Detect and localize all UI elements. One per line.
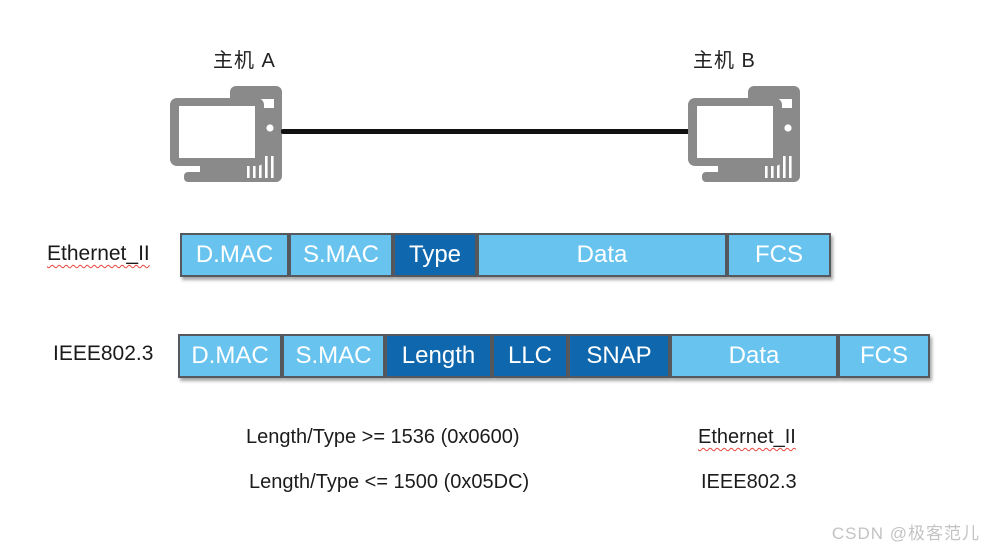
eth2-field-fcs: FCS [727, 233, 831, 277]
monitor [688, 98, 782, 166]
note-rule-ieee8023: Length/Type <= 1500 (0x05DC) [249, 471, 530, 493]
tower-vents [765, 156, 792, 178]
tower-button [784, 124, 792, 132]
note-standard-ethernet2: Ethernet_II [698, 426, 796, 448]
csdn-watermark: CSDN @极客范儿 [831, 524, 980, 543]
host-b-computer-icon [688, 84, 806, 184]
eth2-field-smac: S.MAC [289, 233, 393, 277]
note-standard-ieee8023: IEEE802.3 [701, 471, 797, 493]
tower-button [266, 124, 274, 132]
tower-vents [247, 156, 274, 178]
monitor-stand [718, 164, 750, 173]
note-rule-ethernet2: Length/Type >= 1536 (0x0600) [246, 426, 520, 448]
ieee-field-fcs: FCS [838, 334, 930, 378]
ieee-field-smac: S.MAC [282, 334, 385, 378]
ieee-field-dmac: D.MAC [178, 334, 282, 378]
monitor-stand [200, 164, 232, 173]
ethernet2-frame-row: D.MAC S.MAC Type Data FCS [180, 233, 831, 277]
monitor-base [184, 172, 246, 182]
eth2-field-data: Data [477, 233, 727, 277]
ieee8023-row-label: IEEE802.3 [53, 342, 154, 365]
eth2-field-dmac: D.MAC [180, 233, 289, 277]
host-a-label: 主机 A [213, 50, 276, 72]
monitor [170, 98, 264, 166]
monitor-base [702, 172, 764, 182]
ieee-field-snap: SNAP [568, 334, 670, 378]
ieee-field-length: Length [385, 334, 492, 378]
host-b-label: 主机 B [693, 50, 756, 72]
ethernet2-row-label: Ethernet_II [47, 242, 150, 265]
ieee-field-data: Data [670, 334, 838, 378]
ieee-field-llc: LLC [492, 334, 568, 378]
ethernet-cable [281, 129, 697, 134]
ieee8023-frame-row: D.MAC S.MAC Length LLC SNAP Data FCS [178, 334, 930, 378]
eth2-field-type: Type [393, 233, 477, 277]
host-a-computer-icon [170, 84, 288, 184]
